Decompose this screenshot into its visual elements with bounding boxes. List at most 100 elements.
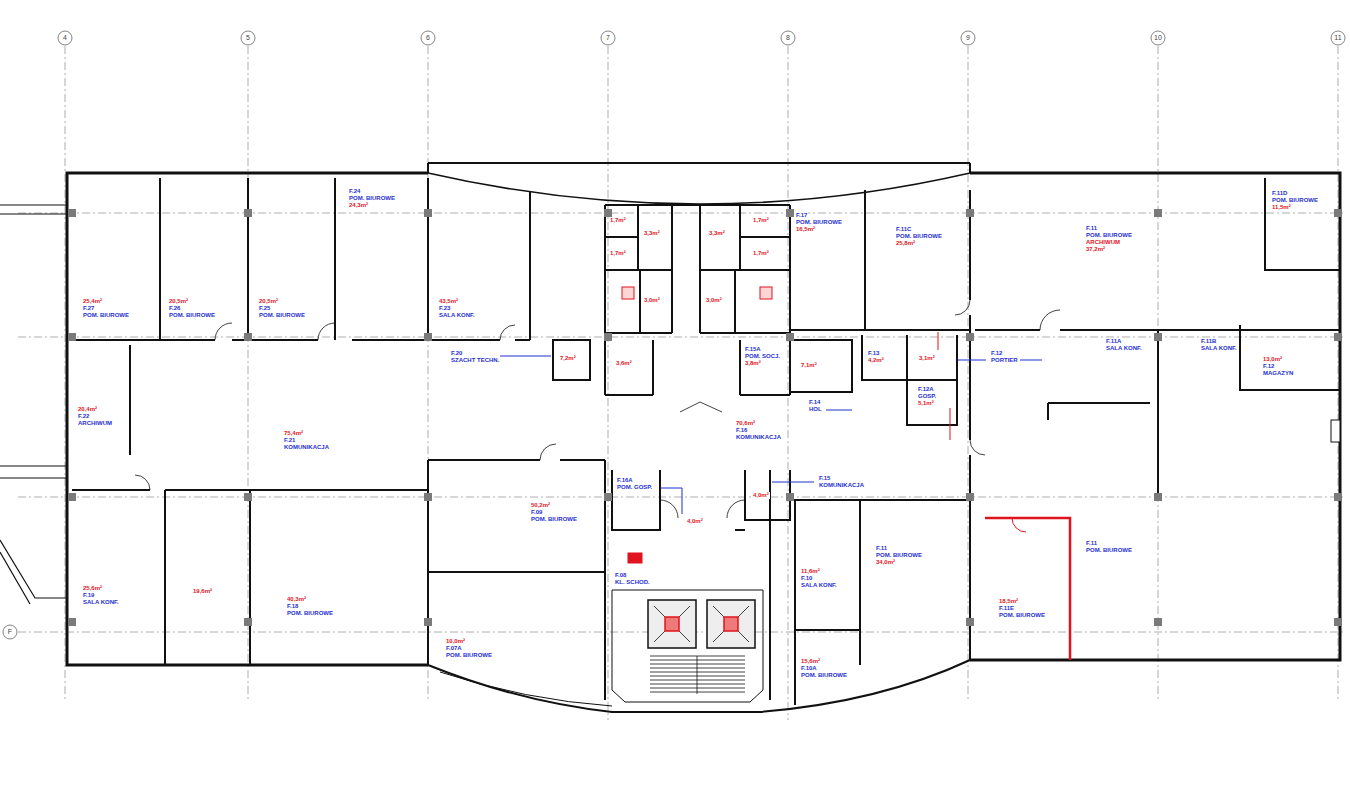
room-label: 3,0m² xyxy=(643,297,661,304)
room-area: 10,0m²F.07APOM. BIUROWE xyxy=(428,572,605,672)
room-text: F.15APOM. SOCJ.3,8m² xyxy=(744,346,781,367)
room-text: 15,6m²F.10APOM. BIUROWE xyxy=(800,658,848,679)
window xyxy=(1331,420,1340,442)
room-label: 1,7m² xyxy=(752,250,770,257)
room-label: 10,0m² xyxy=(445,638,466,645)
room-callout: F.20 xyxy=(450,350,463,357)
room-label: 15,6m² xyxy=(800,658,821,665)
room-label: POM. BIUROWE xyxy=(530,516,578,523)
room-text: 1,7m² xyxy=(609,250,627,257)
room-area: 3,6m² xyxy=(605,335,653,395)
room-area: F.12AGOSP.5,1m² xyxy=(907,380,957,425)
room-label: 19,6m² xyxy=(192,588,213,595)
room-area: 40,3m²F.18POM. BIUROWE xyxy=(250,490,428,665)
room-label: 13,0m² xyxy=(1262,356,1283,363)
room-label: F.11D xyxy=(1271,190,1288,197)
room-label: KOMUNIKACJA xyxy=(283,444,330,451)
room-area: 20,5m²F.25POM. BIUROWE xyxy=(248,178,335,340)
room-label: F.11 xyxy=(1085,225,1098,232)
room-text: F.134,2m² xyxy=(867,350,885,364)
room-label: ARCHIWUM xyxy=(1085,239,1121,246)
room-text: 19,6m² xyxy=(192,588,213,595)
room-label: POM. BIUROWE xyxy=(258,312,306,319)
room-label: 25,8m² xyxy=(895,240,916,247)
room-label: 5,1m² xyxy=(917,400,935,407)
room-label: MAGAZYN xyxy=(1262,370,1294,377)
grid-axis-label: 4 xyxy=(58,34,72,42)
room-label: F.13 xyxy=(867,350,880,357)
room-text: 3,3m² xyxy=(708,230,726,237)
room-label: 40,3m² xyxy=(286,596,307,603)
room-text: 1,7m² xyxy=(609,217,627,224)
room-label: POM. BIUROWE xyxy=(998,612,1046,619)
room-text: 3,3m² xyxy=(643,230,661,237)
room-label: POM. BIUROWE xyxy=(875,552,923,559)
room-label: POM. BIUROWE xyxy=(348,195,396,202)
room-label: 24,3m² xyxy=(348,202,369,209)
room-callout: KOMUNIKACJA xyxy=(818,482,865,489)
room-text: 4,0m² xyxy=(752,492,770,499)
room-label: 7,1m² xyxy=(800,362,818,369)
room-text: F.24POM. BIUROWE24,3m² xyxy=(348,188,396,209)
room-area: 3,3m² xyxy=(700,205,740,270)
room-text: 1,7m² xyxy=(752,250,770,257)
room-label: 7,2m² xyxy=(559,355,577,362)
room-callout: 4,0m² xyxy=(686,518,704,525)
interior-wall xyxy=(72,178,1340,705)
room-label: 18,5m² xyxy=(998,598,1019,605)
room-label: GOSP. xyxy=(917,393,937,400)
room-label: F.12 xyxy=(1262,363,1275,370)
room-area: F.17POM. BIUROWE16,5m² xyxy=(790,200,865,330)
room-label: F.07A xyxy=(445,645,463,652)
room-label: POM. BIUROWE xyxy=(1085,547,1133,554)
room-label: F.19 xyxy=(82,592,95,599)
room-area: 43,5m²F.23SALA KONF. xyxy=(428,178,528,340)
room-label: 37,2m² xyxy=(1085,246,1106,253)
room-label: 70,6m² xyxy=(735,420,756,427)
room-text: 3,0m² xyxy=(705,297,723,304)
grid-axis-label: F xyxy=(3,628,17,636)
room-text: F.11CPOM. BIUROWE25,8m² xyxy=(895,226,943,247)
room-text: 7,1m² xyxy=(800,362,818,369)
room-label: 43,5m² xyxy=(438,298,459,305)
room-area: 25,4m²F.27POM. BIUROWE xyxy=(72,178,160,340)
room-label: POM. BIUROWE xyxy=(286,610,334,617)
room-text: 20,4m²F.22ARCHIWUM xyxy=(77,406,113,427)
room-area: F.08KL. SCHOD. xyxy=(605,530,770,705)
room-area: 19,6m² xyxy=(165,490,250,665)
room-label: SALA KONF. xyxy=(800,582,838,589)
room-label: F.25 xyxy=(258,305,271,312)
room-label: 16,5m² xyxy=(795,226,816,233)
room-text: 75,4m²F.21KOMUNIKACJA xyxy=(283,430,330,451)
room-text: 40,3m²F.18POM. BIUROWE xyxy=(286,596,334,617)
room-label: 25,4m² xyxy=(82,298,103,305)
room-label: F.11E xyxy=(998,605,1015,612)
room-label: F.23 xyxy=(438,305,451,312)
room-area: 7,1m² xyxy=(790,340,852,392)
lift-symbol xyxy=(648,600,755,648)
room-text: 3,1m² xyxy=(918,355,936,362)
room-label: F.22 xyxy=(77,413,90,420)
room-text: 70,6m²F.16KOMUNIKACJA xyxy=(735,420,782,441)
room-label: POM. BIUROWE xyxy=(168,312,216,319)
room-area: 75,4m²F.21KOMUNIKACJA xyxy=(130,345,428,490)
room-label: F.11C xyxy=(895,226,912,233)
room-text: F.11ASALA KONF. xyxy=(1105,338,1143,352)
room-label: 20,5m² xyxy=(258,298,279,305)
room-label: 3,0m² xyxy=(705,297,723,304)
room-label: 25,6m² xyxy=(82,585,103,592)
grid-axis-label: 9 xyxy=(961,34,975,42)
room-label: 50,2m² xyxy=(530,502,551,509)
room-label: POM. BIUROWE xyxy=(445,652,493,659)
room-area: 25,6m²F.19SALA KONF. xyxy=(72,490,165,665)
room-text: F.11POM. BIUROWE xyxy=(1085,540,1133,554)
room-area: 3,0m² xyxy=(640,270,672,333)
room-text: 1,7m² xyxy=(752,217,770,224)
grid-axis-label: 11 xyxy=(1331,34,1345,42)
room-area: 3,3m² xyxy=(638,205,672,270)
outer-wall xyxy=(0,163,1340,712)
room-label: F.18 xyxy=(286,603,299,610)
room-text: F.11BSALA KONF. xyxy=(1200,338,1238,352)
room-area: 20,4m²F.22ARCHIWUM xyxy=(72,345,130,490)
room-callout: HOL xyxy=(808,406,823,413)
